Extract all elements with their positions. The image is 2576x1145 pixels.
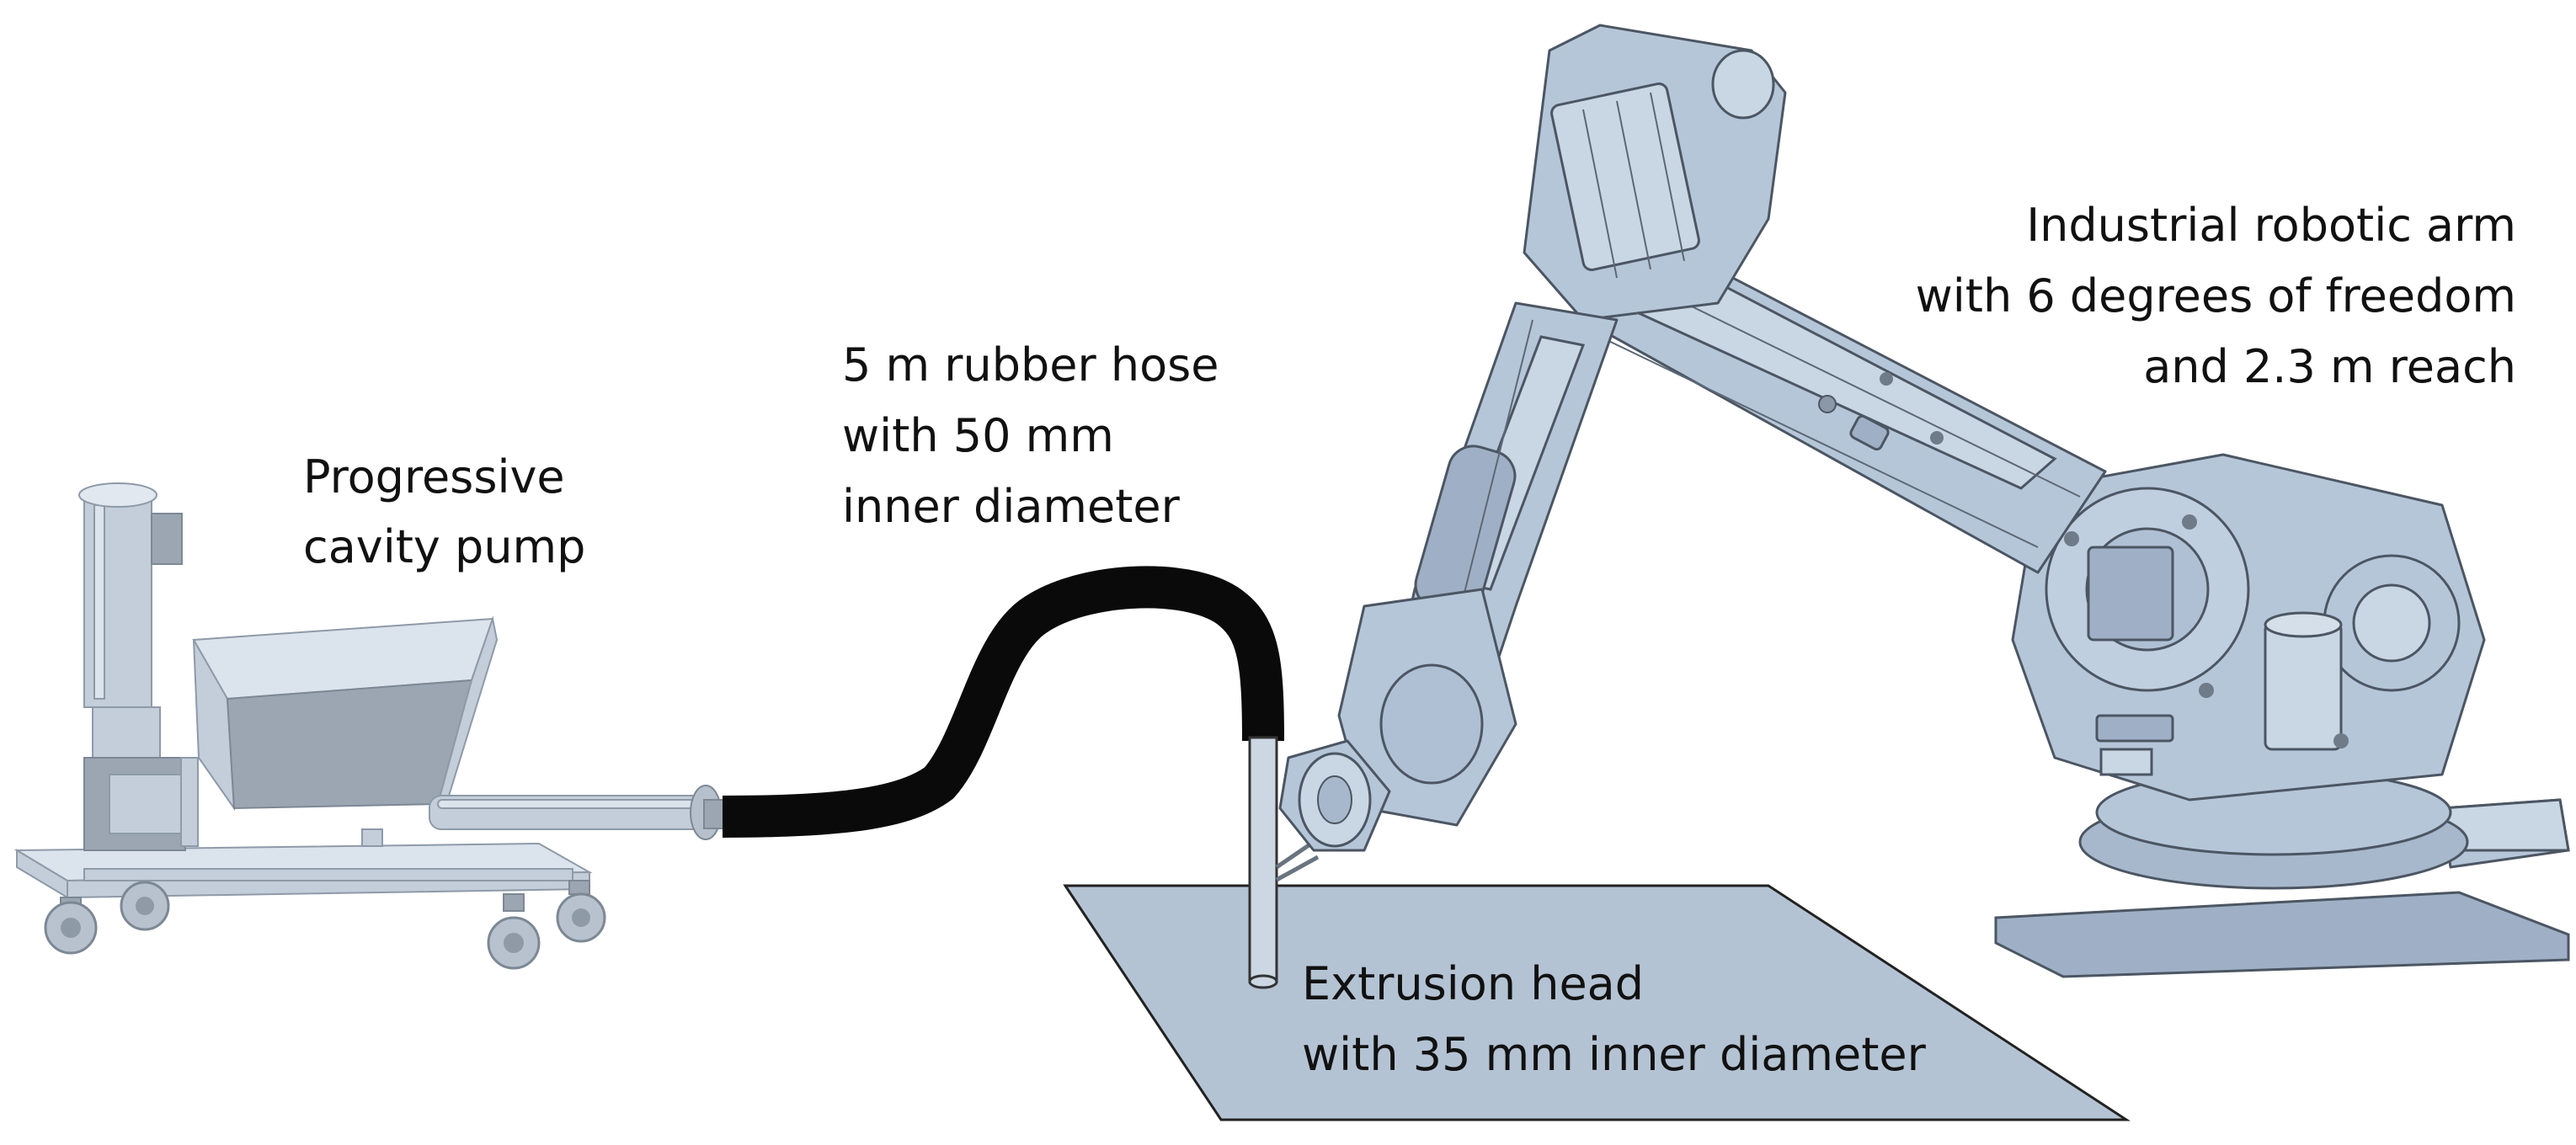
label-head-line1: Extrusion head bbox=[1302, 957, 1644, 1010]
label-pump: Progressive cavity pump bbox=[303, 450, 585, 573]
label-arm-line1: Industrial robotic arm bbox=[2026, 199, 2516, 252]
trolley-wheel bbox=[556, 880, 606, 943]
label-arm: Industrial robotic arm with 6 degrees of… bbox=[1916, 199, 2516, 393]
label-arm-line3: and 2.3 m reach bbox=[2143, 340, 2516, 393]
label-pump-line1: Progressive bbox=[303, 450, 565, 503]
industrial-robotic-arm bbox=[1278, 24, 2570, 978]
label-hose-line1: 5 m rubber hose bbox=[842, 338, 1219, 391]
label-arm-line2: with 6 degrees of freedom bbox=[1916, 269, 2516, 322]
label-pump-line2: cavity pump bbox=[303, 520, 585, 573]
print-bed bbox=[1063, 884, 2131, 1121]
extrusion-head bbox=[1248, 736, 1320, 989]
label-head-line2: with 35 mm inner diameter bbox=[1302, 1028, 1927, 1081]
rubber-hose bbox=[722, 566, 1284, 838]
trolley-wheel bbox=[44, 897, 98, 955]
label-extrusion-head: Extrusion head with 35 mm inner diameter bbox=[1302, 957, 1927, 1081]
progressive-cavity-pump bbox=[13, 482, 727, 970]
label-hose-line2: with 50 mm bbox=[842, 409, 1114, 462]
trolley-wheel bbox=[487, 893, 541, 970]
trolley-wheel bbox=[120, 881, 170, 931]
label-hose-line3: inner diameter bbox=[842, 480, 1181, 533]
label-hose: 5 m rubber hose with 50 mm inner diamete… bbox=[842, 338, 1219, 533]
